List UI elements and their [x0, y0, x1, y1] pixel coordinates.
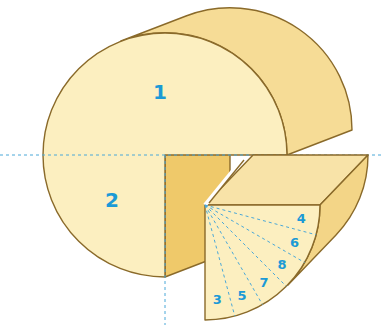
callout-number: 6 [290, 236, 299, 249]
callout-number: 4 [297, 211, 306, 224]
slice-line [205, 205, 263, 305]
callout-number: 3 [213, 293, 222, 306]
slice-line [205, 205, 235, 316]
wedge-edge [209, 160, 244, 203]
slice-line [205, 205, 286, 286]
wedge-edge [205, 162, 240, 205]
axis-line [165, 155, 166, 325]
callout-number: 1 [153, 82, 167, 102]
callout-number: 7 [260, 275, 269, 288]
slice-line [205, 205, 316, 235]
slice-line [205, 205, 305, 263]
callout-number: 5 [238, 288, 247, 301]
callout-number: 8 [277, 258, 286, 271]
callout-number: 2 [105, 190, 119, 210]
wedge-front [205, 205, 320, 320]
